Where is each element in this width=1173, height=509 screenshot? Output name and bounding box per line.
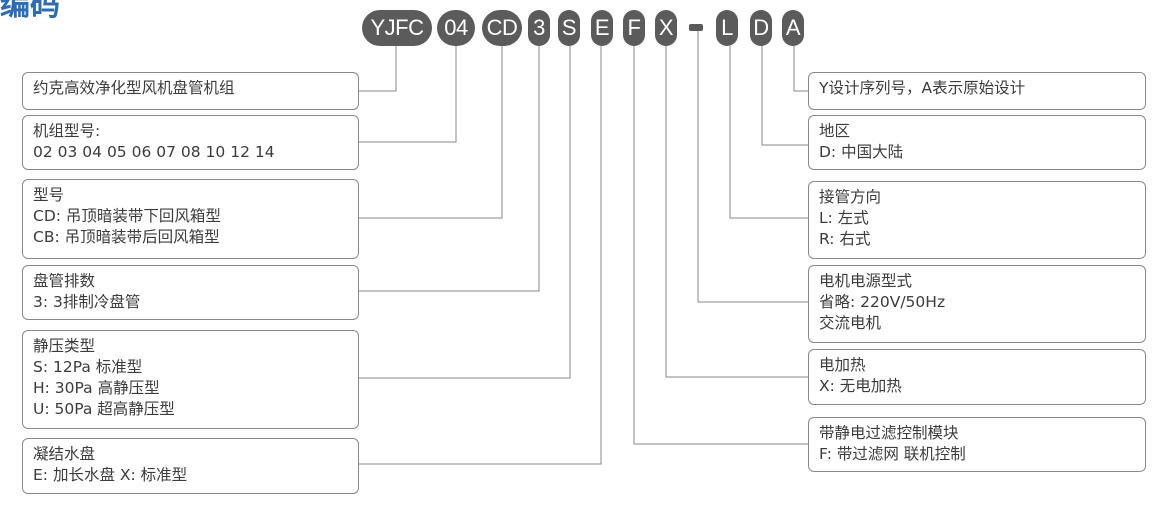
connector-drain-pan: [359, 46, 602, 465]
box-line: E: 加长水盘 X: 标准型: [33, 466, 188, 484]
page-title: 编码: [0, 0, 60, 23]
code-pill-model-series: YJFC: [362, 10, 432, 46]
box-line: 3: 3排制冷盘管: [33, 293, 141, 311]
code-pill-design-serial: A: [782, 10, 804, 46]
box-line: 省略: 220V/50Hz: [819, 293, 946, 311]
code-pill-region: D: [750, 10, 772, 46]
box-line: 02 03 04 05 06 07 08 10 12 14: [33, 143, 275, 161]
box-line: 带静电过滤控制模块: [819, 424, 959, 442]
connector-type: [359, 46, 503, 219]
connector-static-pressure: [359, 46, 571, 379]
box-design-serial: Y设计序列号，A表示原始设计: [808, 72, 1146, 110]
box-line: 交流电机: [819, 314, 882, 332]
box-line: 电机电源型式: [819, 272, 913, 290]
connector-connection-side: [697, 31, 808, 303]
box-motor-power: 电机电源型式 省略: 220V/50Hz 交流电机: [808, 265, 1146, 343]
box-line: L: 左式: [819, 209, 869, 227]
box-line: 接管方向: [819, 188, 882, 206]
box-line: X: 无电加热: [819, 377, 902, 395]
box-region: 地区 D: 中国大陆: [808, 115, 1146, 170]
box-line: CD: 吊顶暗装带下回风箱型: [33, 207, 221, 225]
code-pill-type: CD: [482, 10, 522, 46]
code-pill-connection-side: L: [716, 10, 738, 46]
box-line: 机组型号:: [33, 122, 101, 140]
box-line: 静压类型: [33, 337, 96, 355]
box-unit-size: 机组型号: 02 03 04 05 06 07 08 10 12 14: [22, 115, 359, 170]
box-line: 盘管排数: [33, 272, 96, 290]
connector-design-serial-a: [793, 46, 808, 92]
box-line: 凝结水盘: [33, 445, 96, 463]
box-line: H: 30Pa 高静压型: [33, 379, 160, 397]
box-connection-side: 接管方向 L: 左式 R: 右式: [808, 181, 1146, 259]
box-line: S: 12Pa 标准型: [33, 358, 143, 376]
box-electric-heating: 电加热 X: 无电加热: [808, 349, 1146, 405]
box-line: 地区: [819, 122, 851, 140]
connector-coil-rows: [359, 46, 540, 292]
box-type: 型号 CD: 吊顶暗装带下回风箱型 CB: 吊顶暗装带后回风箱型: [22, 179, 359, 259]
code-pill-static-pressure: S: [558, 10, 580, 46]
code-pill-coil-rows: 3: [528, 10, 550, 46]
box-line: CB: 吊顶暗装带后回风箱型: [33, 228, 220, 246]
box-line: Y设计序列号，A表示原始设计: [819, 79, 1026, 97]
connector-unit-size: [359, 46, 457, 143]
connector-region: [729, 46, 808, 219]
code-pill-drain-pan: E: [591, 10, 613, 46]
connector-design-serial: [761, 46, 808, 146]
box-line: 约克高效净化型风机盘管机组: [33, 79, 235, 97]
connector-model-series: [359, 46, 397, 92]
connector-electric-heating: [665, 46, 808, 378]
box-line: U: 50Pa 超高静压型: [33, 400, 175, 418]
box-model-series: 约克高效净化型风机盘管机组: [22, 72, 359, 110]
box-static-pressure: 静压类型 S: 12Pa 标准型 H: 30Pa 高静压型 U: 50Pa 超高…: [22, 330, 359, 429]
box-line: 型号: [33, 186, 65, 204]
connector-filter-module: [633, 46, 808, 445]
box-drain-pan: 凝结水盘 E: 加长水盘 X: 标准型: [22, 438, 359, 494]
code-pill-unit-size: 04: [437, 10, 475, 46]
box-filter-module: 带静电过滤控制模块 F: 带过滤网 联机控制: [808, 417, 1146, 472]
box-coil-rows: 盘管排数 3: 3排制冷盘管: [22, 265, 359, 320]
code-pill-filter-module: F: [623, 10, 645, 46]
box-line: 电加热: [819, 356, 866, 374]
code-pill-electric-heating: X: [655, 10, 677, 46]
box-line: D: 中国大陆: [819, 143, 904, 161]
box-line: R: 右式: [819, 230, 871, 248]
code-separator-dash: [689, 24, 703, 31]
box-line: F: 带过滤网 联机控制: [819, 445, 966, 463]
